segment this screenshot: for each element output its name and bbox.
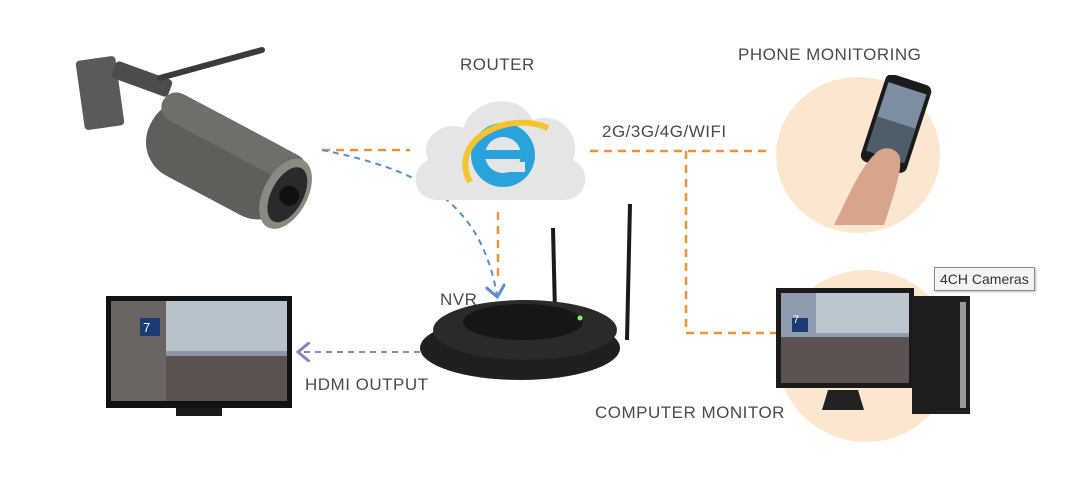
pc-screen-badge: 7 xyxy=(793,314,800,326)
phone-icon xyxy=(776,75,940,233)
desktop-computer-icon xyxy=(776,270,970,442)
nvr-label: NVR xyxy=(440,290,478,309)
computer-label: COMPUTER MONITOR xyxy=(595,403,785,422)
ip-camera-icon xyxy=(75,47,312,229)
internet-explorer-icon xyxy=(462,119,550,187)
nvr-device-icon xyxy=(420,203,632,380)
hdmi-label: HDMI OUTPUT xyxy=(305,375,429,394)
router-label: ROUTER xyxy=(460,55,535,74)
router-computer-line xyxy=(684,151,790,335)
network-label: 2G/3G/4G/WIFI xyxy=(602,122,727,141)
phone-label: PHONE MONITORING xyxy=(738,45,922,64)
camera-count-tooltip: 4CH Cameras xyxy=(934,267,1035,291)
tv-screen-badge: 7 xyxy=(143,320,151,335)
tv-monitor-icon xyxy=(106,296,292,416)
cloud-icon xyxy=(415,101,586,200)
